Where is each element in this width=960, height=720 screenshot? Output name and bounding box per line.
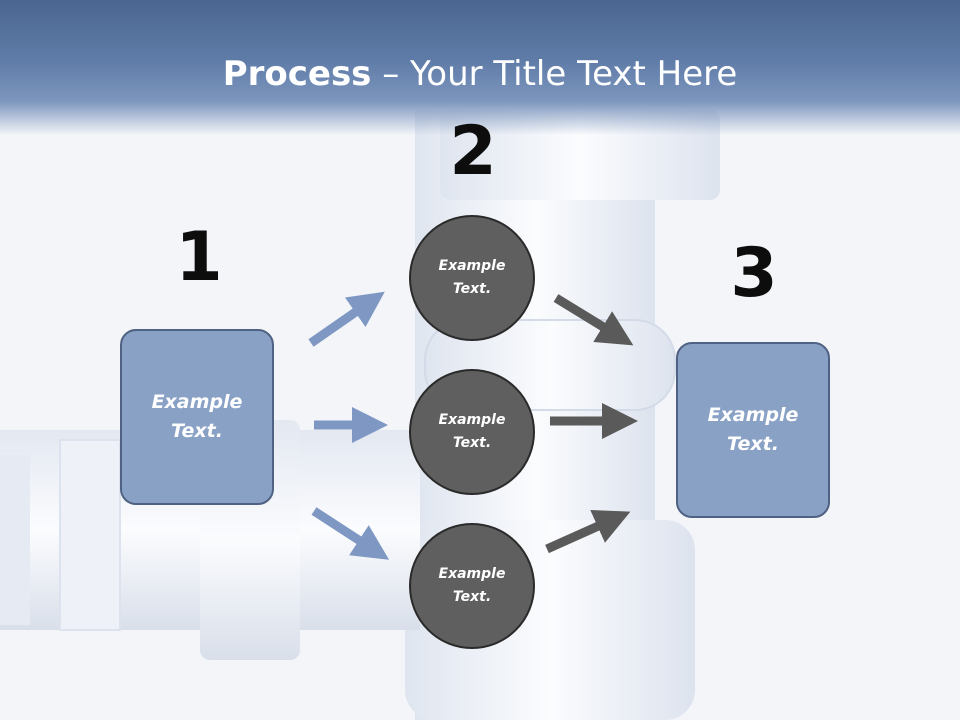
- step-2-circle-middle: Example Text.: [409, 369, 535, 495]
- circle-top-text: Example Text.: [438, 258, 506, 297]
- step-3-text: Example Text.: [707, 404, 799, 455]
- step-number-2: 2: [449, 112, 497, 191]
- arrow-circle1-to-box3: [553, 294, 634, 346]
- step-2-circle-top: Example Text.: [409, 215, 535, 341]
- circle-bottom-text: Example Text.: [438, 566, 506, 605]
- page-title: Process – Your Title Text Here: [0, 52, 960, 96]
- circle-middle-text: Example Text.: [438, 412, 506, 451]
- step-number-3: 3: [730, 234, 778, 313]
- title-bold-part: Process: [222, 54, 372, 94]
- arrow-box1-to-circle1: [308, 291, 385, 347]
- title-rest-part: – Your Title Text Here: [371, 54, 738, 94]
- arrow-circle3-to-box3: [545, 509, 631, 554]
- step-3-box: Example Text.: [676, 342, 830, 518]
- arrow-box1-to-circle3: [311, 507, 390, 560]
- step-number-1: 1: [175, 218, 223, 297]
- step-1-box: Example Text.: [120, 329, 274, 505]
- step-1-text: Example Text.: [151, 391, 243, 442]
- title-bar: [0, 0, 960, 135]
- step-2-circle-bottom: Example Text.: [409, 523, 535, 649]
